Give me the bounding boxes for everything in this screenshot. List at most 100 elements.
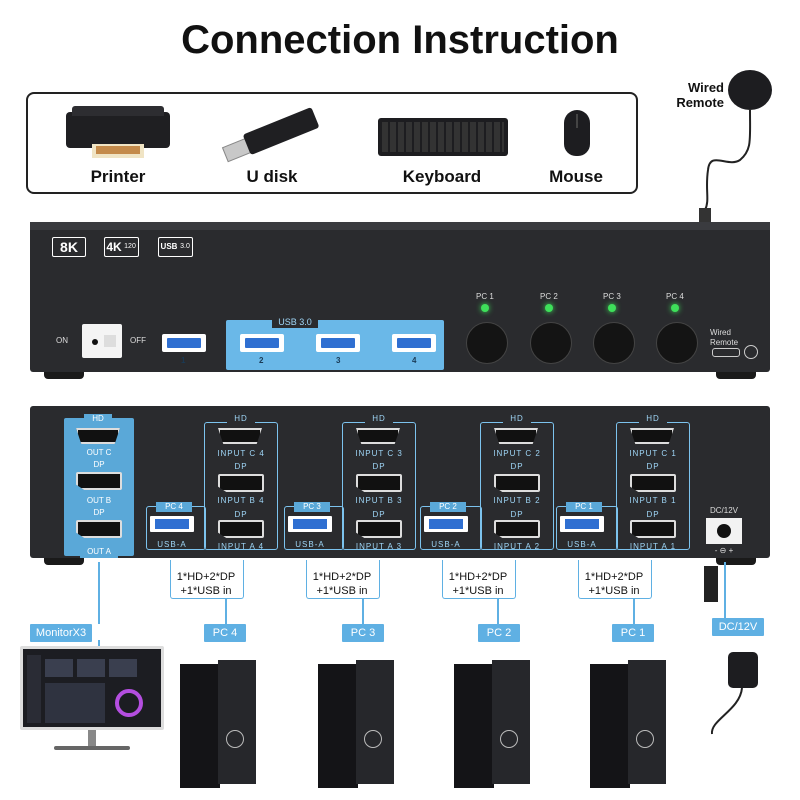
input-a3-label: INPUT A 3	[355, 542, 403, 551]
wired-remote-icon	[728, 70, 772, 110]
cable-callout-pc4: 1*HD+2*DP +1*USB in	[176, 571, 236, 597]
input-b3-dp-port[interactable]	[356, 474, 402, 492]
hd-label-pc1: HD	[639, 414, 667, 423]
out-a-label: OUT A	[80, 546, 118, 558]
pc1-line	[633, 598, 635, 624]
dc-plug-icon	[704, 566, 718, 602]
input-a2-dp-port[interactable]	[494, 520, 540, 538]
out-a-dp-port[interactable]	[76, 520, 122, 538]
pc2-button[interactable]	[530, 322, 572, 364]
usb-number-2: 2	[259, 356, 264, 365]
front-top-edge	[30, 222, 770, 230]
wired-remote-label: Wired Remote	[676, 80, 724, 110]
pc2-led	[545, 304, 553, 312]
dc-port-label: DC/12V	[709, 506, 738, 515]
usb3-badge: 3.0	[178, 237, 193, 257]
dp-b2-label: DP	[510, 462, 524, 471]
dp-b3-label: DP	[372, 462, 386, 471]
pc1-led	[481, 304, 489, 312]
usb-port-2[interactable]	[240, 334, 284, 352]
input-a1-dp-port[interactable]	[630, 520, 676, 538]
wired-remote-port-label: Wired Remote	[710, 328, 739, 347]
remote-port[interactable]	[712, 348, 740, 357]
mouse-label: Mouse	[549, 167, 603, 186]
usb-label-pc2: USB-A	[431, 540, 461, 549]
pc4-button[interactable]	[656, 322, 698, 364]
input-c2-label: INPUT C 2	[493, 449, 541, 458]
pc2-tag: PC 2	[430, 502, 466, 512]
foot	[716, 558, 756, 565]
usb-a-port-pc2[interactable]	[424, 516, 468, 532]
input-b2-dp-port[interactable]	[494, 474, 540, 492]
input-c1-hd-port[interactable]	[630, 428, 674, 444]
input-c3-hd-port[interactable]	[356, 428, 400, 444]
input-c3-label: INPUT C 3	[355, 449, 403, 458]
dc-port[interactable]	[706, 518, 742, 544]
keyboard-label: Keyboard	[402, 167, 482, 186]
foot	[44, 558, 84, 565]
out-hd-label: HD	[84, 414, 112, 424]
pc3-label: PC 3	[603, 292, 621, 301]
out-c-label: OUT C	[86, 448, 112, 457]
input-b1-dp-port[interactable]	[630, 474, 676, 492]
cable-bracket-pc3	[306, 560, 380, 599]
input-c2-hd-port[interactable]	[494, 428, 538, 444]
input-b1-label: INPUT B 1	[629, 496, 677, 505]
power-switch[interactable]	[82, 324, 122, 358]
usb-a-port-pc4[interactable]	[150, 516, 194, 532]
input-a4-dp-port[interactable]	[218, 520, 264, 538]
usb-label-pc3: USB-A	[295, 540, 325, 549]
pc3-tag: PC 3	[294, 502, 330, 512]
input-c1-label: INPUT C 1	[629, 449, 677, 458]
usb-label-pc1: USB-A	[567, 540, 597, 549]
dp-a1-label: DP	[646, 510, 660, 519]
monitor-stand	[88, 730, 96, 746]
pc1-tower-icon	[590, 660, 666, 788]
pc2-callout-tag: PC 2	[478, 624, 520, 642]
pc4-line	[225, 598, 227, 624]
input-a2-label: INPUT A 2	[493, 542, 541, 551]
input-c4-hd-port[interactable]	[218, 428, 262, 444]
pc3-button[interactable]	[593, 322, 635, 364]
out-c-hd-port[interactable]	[76, 428, 120, 444]
4k-badge: 4K	[104, 237, 123, 257]
dc-line	[724, 562, 726, 618]
input-b2-label: INPUT B 2	[493, 496, 541, 505]
usb-a-port-pc3[interactable]	[288, 516, 332, 532]
input-a1-label: INPUT A 1	[629, 542, 677, 551]
pc3-line	[362, 598, 364, 624]
adapter-cable	[710, 687, 743, 735]
usb-badge: USB	[158, 237, 179, 257]
dp-b1-label: DP	[646, 462, 660, 471]
pc2-line	[497, 598, 499, 624]
hd-label-pc2: HD	[503, 414, 531, 423]
cable-bracket-pc1	[578, 560, 652, 599]
input-b3-label: INPUT B 3	[355, 496, 403, 505]
out-b-dp-port[interactable]	[76, 472, 122, 490]
cable-callout-pc2: 1*HD+2*DP +1*USB in	[448, 571, 508, 597]
usb-a-port-pc1[interactable]	[560, 516, 604, 532]
usb-port-4[interactable]	[392, 334, 436, 352]
input-b4-label: INPUT B 4	[217, 496, 265, 505]
monitor-base	[54, 746, 130, 750]
usb-port-1[interactable]	[162, 334, 206, 352]
usb-label-pc4: USB-A	[157, 540, 187, 549]
printer-icon	[66, 104, 170, 162]
printer-label: Printer	[90, 167, 146, 186]
dp-b4-label: DP	[234, 462, 248, 471]
cable-callout-pc3: 1*HD+2*DP +1*USB in	[312, 571, 372, 597]
input-a3-dp-port[interactable]	[356, 520, 402, 538]
cable-bracket-pc4	[170, 560, 244, 599]
polarity-symbol: - ⊖ +	[714, 546, 734, 555]
monitor-line	[98, 640, 100, 648]
pc1-button[interactable]	[466, 322, 508, 364]
udisk-label: U disk	[246, 167, 298, 186]
hd-label-pc4: HD	[227, 414, 255, 423]
input-b4-dp-port[interactable]	[218, 474, 264, 492]
usb-port-3[interactable]	[316, 334, 360, 352]
120hz-badge: 120	[122, 237, 139, 257]
pc4-led	[671, 304, 679, 312]
pc1-label: PC 1	[476, 292, 494, 301]
usb-number-3: 3	[336, 356, 341, 365]
dc-callout-tag: DC/12V	[712, 618, 764, 636]
